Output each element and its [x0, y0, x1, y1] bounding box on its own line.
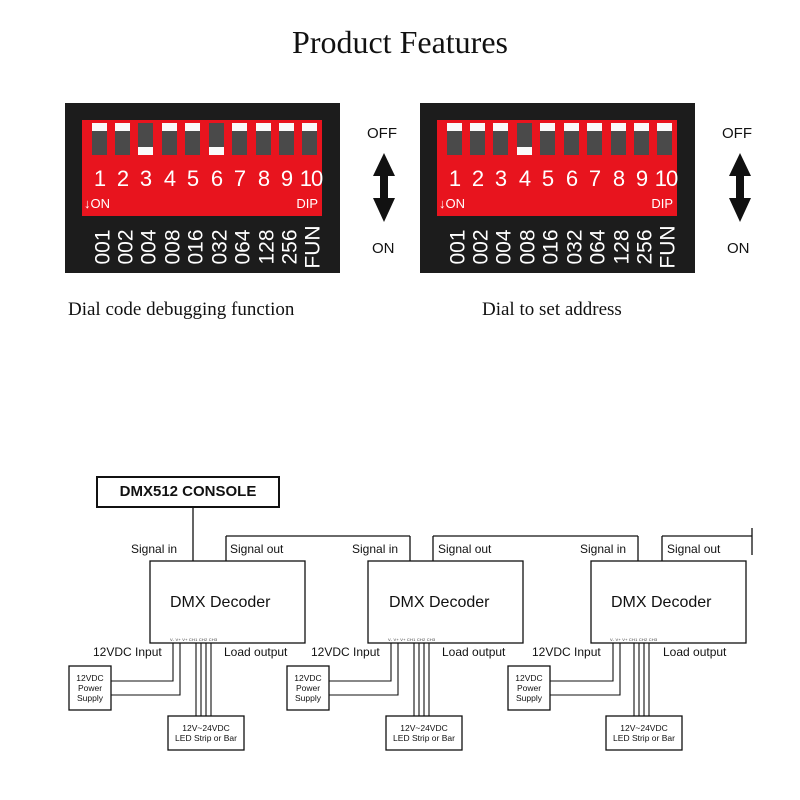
pin-labels: V- V+ V+ CH1 CH2 CH3	[610, 637, 658, 642]
dip-switch-9[interactable]	[279, 123, 294, 155]
caption-dip-1: Dial code debugging function	[68, 299, 295, 320]
dip-switch-panel-1: 1 2 3 4 5 6 7 8 9 10 ↓ON DIP 001 002 004…	[65, 103, 340, 273]
power-wires	[111, 643, 621, 696]
switch-number: 9	[280, 166, 294, 191]
switch-number: 8	[257, 166, 271, 191]
power-supply-box-3	[507, 665, 551, 711]
dip-switch-7[interactable]	[232, 123, 247, 155]
decoder-box-1	[149, 560, 306, 644]
dip-switch-4[interactable]	[517, 123, 532, 155]
dip-switch-2[interactable]	[470, 123, 485, 155]
decoder-label: DMX Decoder	[611, 594, 712, 611]
switch-number: 1	[448, 166, 462, 191]
dip-switch-body: 1 2 3 4 5 6 7 8 9 10 ↓ON DIP	[437, 120, 678, 216]
dip-switch-panel-2: 1 2 3 4 5 6 7 8 9 10 ↓ON DIP 001 002 004…	[420, 103, 695, 273]
signal-in-label: Signal in	[131, 542, 178, 556]
dip-switch-6[interactable]	[564, 123, 579, 155]
decoder-box-3	[590, 560, 747, 644]
page-title: Product Features	[292, 24, 508, 60]
switch-number: 5	[541, 166, 555, 191]
power-supply-box-1	[68, 665, 112, 711]
dip-switch-10[interactable]	[657, 123, 672, 155]
switch-number: 2	[471, 166, 485, 191]
switch-number: 1	[93, 166, 107, 191]
switch-number: 7	[233, 166, 247, 191]
switch-number: 9	[635, 166, 649, 191]
signal-in-label: Signal in	[580, 542, 627, 556]
on-direction-label: ↓ON	[84, 196, 110, 211]
decoder-label: DMX Decoder	[170, 594, 271, 611]
pin-labels: V- V+ V+ CH1 CH2 CH3	[170, 637, 218, 642]
switch-number: 10	[654, 166, 678, 191]
switch-number: 8	[612, 166, 626, 191]
dip-switch-7[interactable]	[587, 123, 602, 155]
switch-number: 10	[299, 166, 323, 191]
dip-switch-1[interactable]	[92, 123, 107, 155]
load-output-label: Load output	[663, 645, 727, 659]
on-direction-label: ↓ON	[439, 196, 465, 211]
dip-switch-5[interactable]	[185, 123, 200, 155]
signal-out-label: Signal out	[230, 542, 284, 556]
dc-input-label: 12VDC Input	[311, 645, 380, 659]
signal-out-label: Signal out	[667, 542, 721, 556]
dip-label: DIP	[651, 196, 673, 211]
load-wires	[195, 643, 650, 716]
on-label: ON	[372, 240, 395, 257]
double-arrow-icon	[373, 153, 751, 222]
signal-in-label: Signal in	[352, 542, 399, 556]
power-supply-box-2	[286, 665, 330, 711]
switch-number: 3	[494, 166, 508, 191]
dip-switch-body: 1 2 3 4 5 6 7 8 9 10 ↓ON DIP	[82, 120, 323, 216]
switch-number: 3	[139, 166, 153, 191]
dip-switch-9[interactable]	[634, 123, 649, 155]
decoder-box-2	[367, 560, 524, 644]
dip-switch-3[interactable]	[493, 123, 508, 155]
dip-switch-2[interactable]	[115, 123, 130, 155]
dip-switch-10[interactable]	[302, 123, 317, 155]
dip-switch-8[interactable]	[611, 123, 626, 155]
dip-switch-1[interactable]	[447, 123, 462, 155]
dc-input-label: 12VDC Input	[532, 645, 601, 659]
decoder-label: DMX Decoder	[389, 594, 490, 611]
off-label: OFF	[722, 125, 752, 142]
switch-number: 4	[163, 166, 177, 191]
signal-out-label: Signal out	[438, 542, 492, 556]
load-output-label: Load output	[224, 645, 288, 659]
pin-labels: V- V+ V+ CH1 CH2 CH3	[388, 637, 436, 642]
switch-number: 2	[116, 166, 130, 191]
switch-number: 6	[210, 166, 224, 191]
dip-label: DIP	[296, 196, 318, 211]
load-output-label: Load output	[442, 645, 506, 659]
dip-switch-8[interactable]	[256, 123, 271, 155]
switch-number: 7	[588, 166, 602, 191]
off-label: OFF	[367, 125, 397, 142]
switch-number: 6	[565, 166, 579, 191]
dip-switch-3[interactable]	[138, 123, 153, 155]
caption-dip-2: Dial to set address	[482, 299, 622, 320]
dip-switch-4[interactable]	[162, 123, 177, 155]
dmx512-console: DMX512 CONSOLE	[96, 476, 280, 508]
switch-number: 4	[518, 166, 532, 191]
dc-input-label: 12VDC Input	[93, 645, 162, 659]
dip-switch-5[interactable]	[540, 123, 555, 155]
switch-number: 5	[186, 166, 200, 191]
on-label: ON	[727, 240, 750, 257]
dip-switch-6[interactable]	[209, 123, 224, 155]
